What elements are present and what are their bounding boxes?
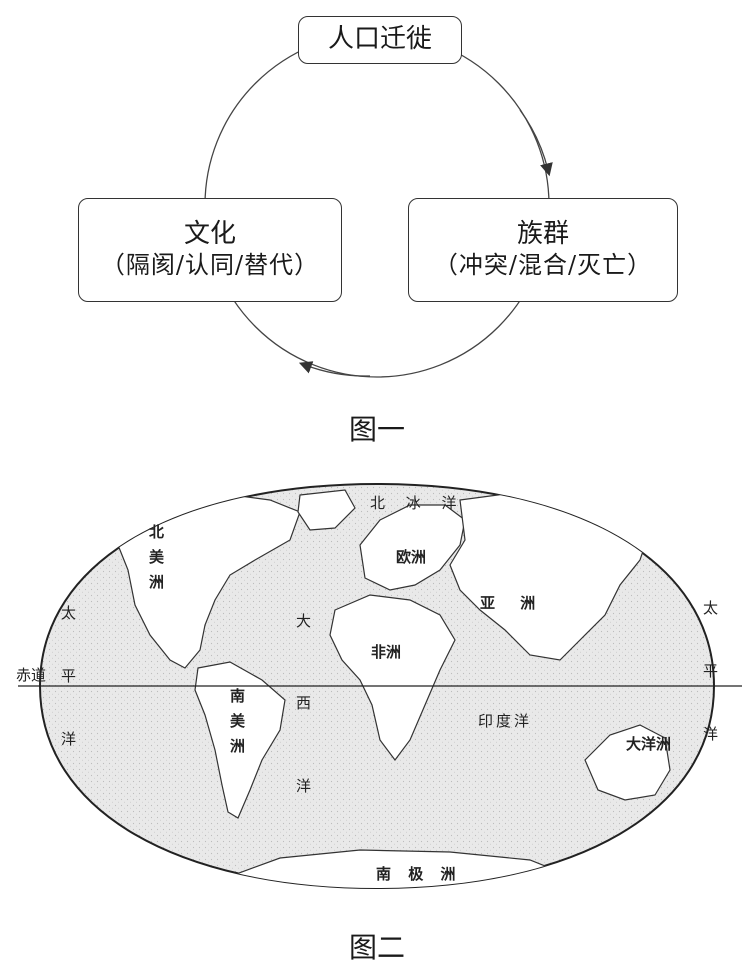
- label-north-america: 北美洲: [147, 524, 165, 599]
- node-ethnic-title: 族群: [516, 218, 569, 249]
- node-migration-label: 人口迁徙: [327, 24, 432, 55]
- continent-south-america-shape: [194, 661, 286, 819]
- label-south-america: 南美洲: [228, 688, 246, 763]
- node-ethnic: 族群 （冲突/混合/灭亡）: [408, 198, 678, 302]
- label-antarctica: 南 极 洲: [376, 865, 462, 883]
- label-indian-ocean: 印度洋: [478, 712, 533, 730]
- equator-label: 赤道: [16, 666, 47, 684]
- label-atlantic-3: 洋: [296, 777, 312, 795]
- figure1-caption: 图一: [348, 413, 405, 446]
- label-europe: 欧洲: [396, 548, 427, 566]
- arrow-migration-to-ethnic: [519, 109, 553, 177]
- label-africa: 非洲: [371, 643, 402, 661]
- label-arctic-ocean: 北 冰 洋: [370, 494, 465, 512]
- node-culture: 文化 （隔阂/认同/替代）: [78, 198, 342, 302]
- label-pacific-left: 太平洋: [59, 605, 77, 794]
- label-oceania: 大洋洲: [626, 735, 672, 753]
- arrow-ethnic-to-culture: [298, 361, 371, 377]
- landmass-greenland-shape: [297, 489, 356, 531]
- label-asia: 亚 洲: [480, 594, 546, 612]
- label-atlantic-1: 大: [296, 612, 312, 630]
- continents-group: [109, 489, 671, 888]
- continent-north-america-shape: [109, 491, 301, 669]
- continent-australia-shape: [584, 724, 671, 801]
- label-atlantic-2: 西: [296, 694, 312, 712]
- continent-europe-shape: [359, 504, 466, 591]
- node-culture-sub: （隔阂/认同/替代）: [100, 251, 320, 279]
- node-ethnic-sub: （冲突/混合/灭亡）: [433, 251, 653, 279]
- figure2-caption: 图二: [348, 931, 405, 964]
- node-culture-title: 文化: [183, 218, 236, 249]
- label-pacific-right: 太平洋: [701, 600, 719, 789]
- continent-africa-shape: [329, 594, 456, 761]
- node-migration: 人口迁徙: [298, 16, 462, 64]
